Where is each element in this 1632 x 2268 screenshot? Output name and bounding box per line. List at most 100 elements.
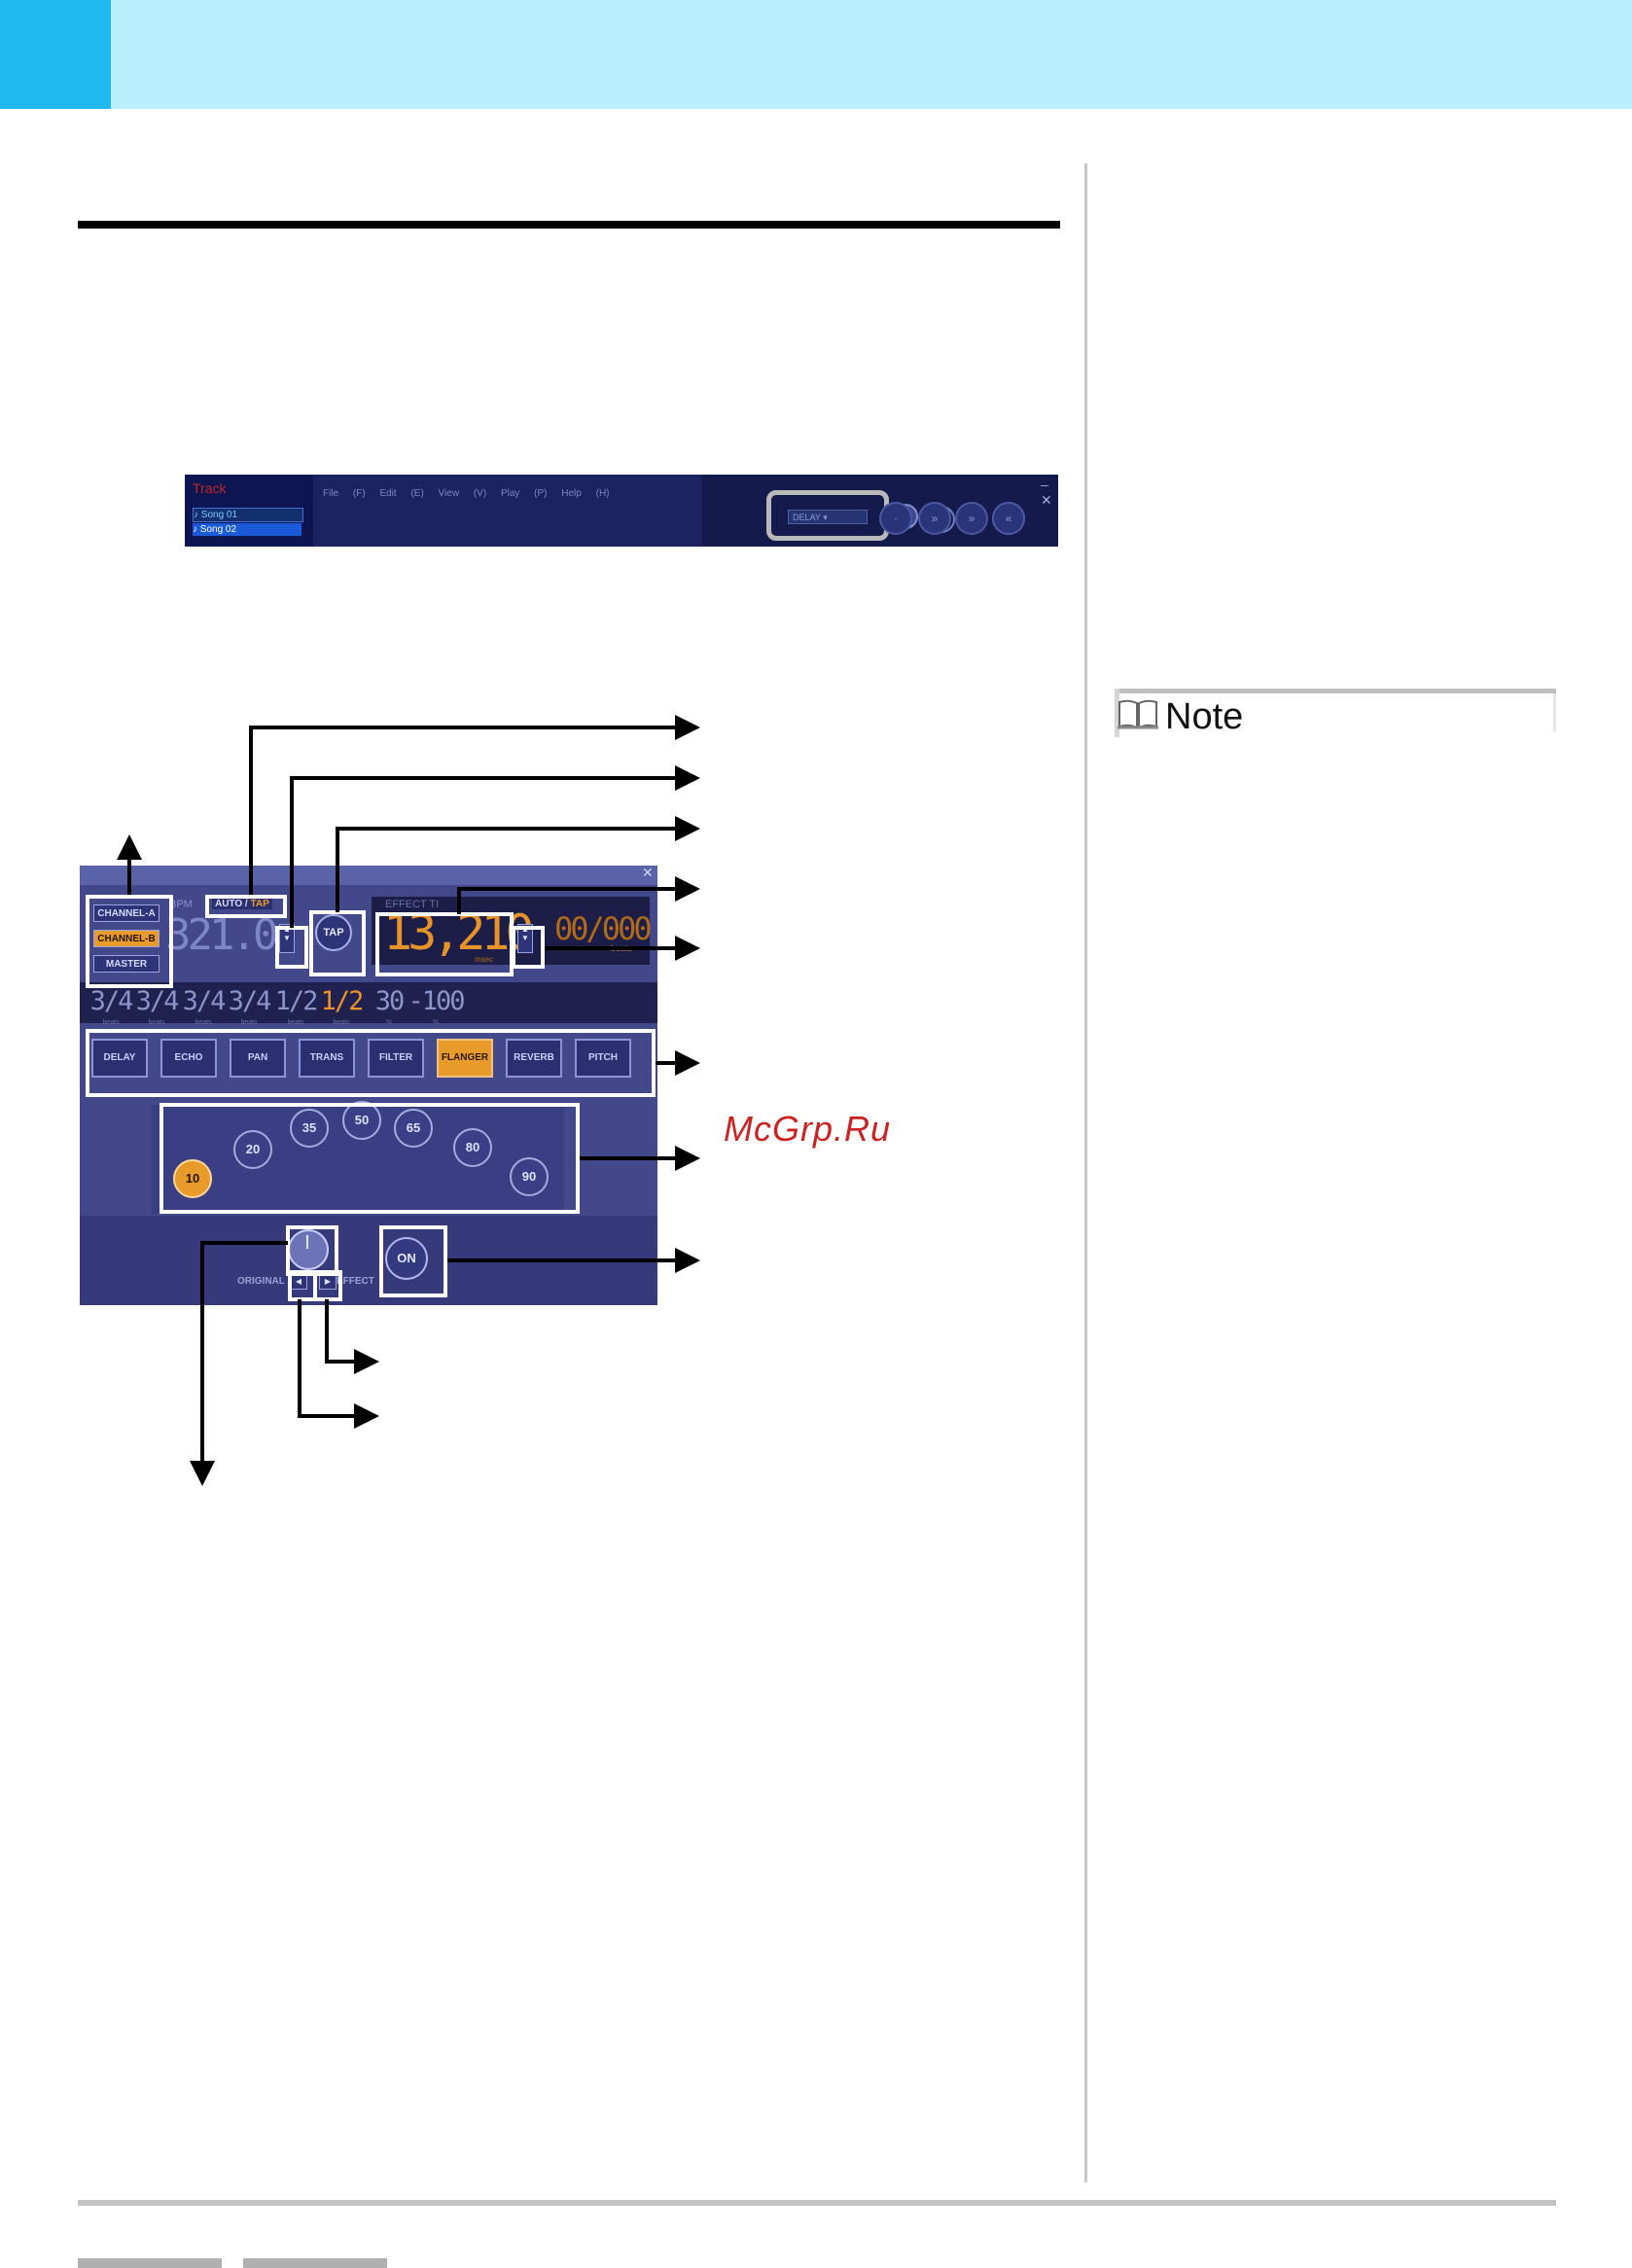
footer-tab-right: [243, 2258, 387, 2268]
skin-control-button[interactable]: ·: [879, 502, 912, 535]
note-left-bar: [1115, 689, 1119, 737]
panel-title-bar: [80, 866, 657, 885]
player-skin-bar: Track ♪ Song 01 ♪ Song 02 File (F) Edit …: [185, 475, 1058, 547]
master-button[interactable]: MASTER: [93, 955, 160, 973]
effect-button-pan[interactable]: PAN: [230, 1039, 286, 1078]
callout-auto-tap: [249, 715, 700, 895]
amount-button-10[interactable]: 10: [173, 1159, 212, 1198]
parameter-unit: beats: [287, 1019, 304, 1026]
parameter-value: 3/4: [182, 986, 227, 1016]
channel-b-button[interactable]: CHANNEL-B: [93, 930, 160, 947]
highlight-bpm-stepper: [275, 926, 308, 969]
effect-button-echo[interactable]: ECHO: [160, 1039, 217, 1078]
highlight-right: [313, 1270, 342, 1301]
effect-time-label: EFFECT TI: [385, 899, 440, 910]
beat-value: 00/000: [554, 910, 653, 947]
skin-title: Track: [193, 480, 227, 496]
parameter-unit: beats: [240, 1019, 258, 1026]
amount-button-90[interactable]: 90: [510, 1157, 549, 1196]
skin-display: [313, 475, 702, 547]
effect-button-flanger[interactable]: FLANGER: [437, 1039, 493, 1078]
knob-indicator: [306, 1235, 308, 1249]
playlist-item[interactable]: ♪ Song 01: [193, 508, 303, 522]
section-title-rule: [78, 221, 1060, 229]
amount-button-20[interactable]: 20: [233, 1130, 272, 1169]
amount-button-80[interactable]: 80: [453, 1128, 492, 1167]
callout-tap: [336, 816, 700, 912]
amount-button-50[interactable]: 50: [342, 1101, 381, 1140]
parameter-value: 1/2: [274, 986, 319, 1016]
highlight-left: [288, 1270, 317, 1301]
effect-button-trans[interactable]: TRANS: [299, 1039, 355, 1078]
highlight-on: [379, 1225, 447, 1297]
page-header-band: [0, 0, 1632, 109]
footer-tab-left: [78, 2258, 222, 2268]
effect-label: EFFECT: [337, 1276, 374, 1287]
effect-select-value: DELAY: [793, 513, 821, 522]
parameter-value: -100: [408, 986, 465, 1016]
callout-left: [298, 1299, 379, 1429]
note-label: Note: [1165, 696, 1244, 737]
tap-mode-label: TAP: [250, 899, 269, 909]
auto-tap-toggle[interactable]: AUTO / TAP: [212, 899, 272, 909]
effect-button-filter[interactable]: FILTER: [368, 1039, 424, 1078]
callout-right: [325, 1299, 379, 1374]
effect-button-pitch[interactable]: PITCH: [575, 1039, 631, 1078]
chevron-down-icon: ▾: [823, 513, 828, 522]
parameter-unit: beats: [333, 1019, 350, 1026]
highlight-knob: [286, 1225, 338, 1276]
parameter-unit: beats: [148, 1019, 165, 1026]
skin-close-icon[interactable]: – ✕: [1041, 477, 1052, 508]
close-icon[interactable]: ✕: [642, 866, 654, 880]
note-right-bar: [1553, 693, 1556, 732]
parameter-value: 3/4: [228, 986, 272, 1016]
tap-button[interactable]: TAP: [315, 914, 352, 951]
parameter-unit: %: [432, 1019, 440, 1026]
book-icon: [1118, 699, 1158, 729]
effect-button-delay[interactable]: DELAY: [91, 1039, 148, 1078]
parameter-unit: beats: [195, 1019, 212, 1026]
column-divider: [1084, 163, 1087, 2182]
parameter-strip: [80, 982, 657, 1023]
effect-on-button[interactable]: ON: [385, 1237, 428, 1280]
playlist-item-selected[interactable]: ♪ Song 02: [193, 523, 302, 536]
skin-playlist-area: Track ♪ Song 01 ♪ Song 02: [185, 475, 313, 547]
original-label: ORIGINAL: [237, 1276, 285, 1287]
skin-control-button[interactable]: »: [918, 502, 951, 535]
callout-knob: [190, 1241, 288, 1486]
parameter-value: 3/4: [135, 986, 180, 1016]
effect-panel: ✕ CHANNEL-A CHANNEL-B MASTER BPM AUTO / …: [80, 866, 657, 1305]
highlight-tap: [309, 910, 366, 976]
amount-button-35[interactable]: 35: [290, 1109, 329, 1148]
highlight-effect-stepper: [512, 926, 545, 969]
skin-control-button[interactable]: »: [955, 502, 988, 535]
parameter-unit: %: [385, 1019, 393, 1026]
amount-button-65[interactable]: 65: [394, 1109, 433, 1148]
page-header-tab: [0, 0, 111, 109]
effect-button-reverb[interactable]: REVERB: [506, 1039, 562, 1078]
parameter-value: 30: [374, 986, 406, 1016]
highlight-auto-tap: [205, 895, 287, 918]
mix-knob[interactable]: [288, 1229, 329, 1270]
effect-select[interactable]: DELAY ▾: [788, 510, 868, 524]
footer-rule: [78, 2200, 1556, 2206]
note-top-bar: [1115, 689, 1556, 693]
callout-bpm-stepper: [290, 765, 700, 928]
parameter-value: 3/4: [89, 986, 134, 1016]
note-box: Note: [1115, 689, 1556, 737]
bpm-label: BPM: [169, 899, 193, 910]
channel-a-button[interactable]: CHANNEL-A: [93, 904, 160, 922]
highlight-effects: [86, 1029, 656, 1097]
parameter-unit: beats: [102, 1019, 120, 1026]
effect-time-unit: msec: [475, 955, 494, 964]
watermark: McGrp.Ru: [724, 1109, 892, 1149]
auto-label: AUTO: [215, 899, 243, 909]
skin-control-button[interactable]: «: [992, 502, 1025, 535]
highlight-channel: [86, 895, 173, 988]
skin-menu-bar[interactable]: File (F) Edit (E) View (V) Play (P) Help…: [323, 488, 610, 499]
highlight-effect-time: [375, 912, 514, 976]
bpm-value: 321.0: [165, 910, 278, 960]
highlight-amounts: [160, 1103, 580, 1214]
parameter-value: 1/2: [320, 986, 365, 1016]
